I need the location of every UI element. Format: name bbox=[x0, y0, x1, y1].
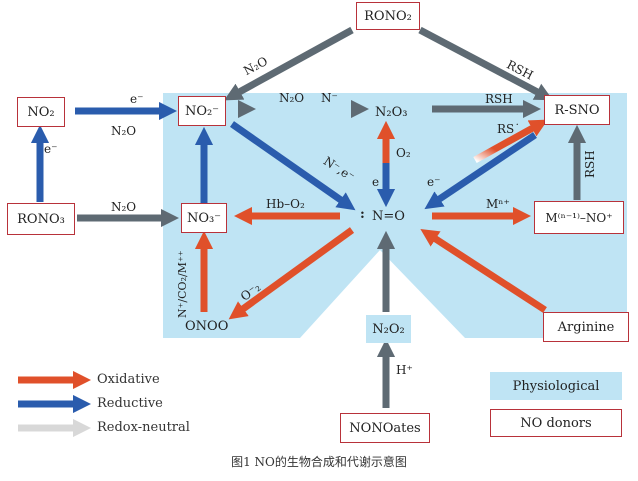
arrow-rs-to-rsno bbox=[473, 119, 548, 164]
label-e-no2: e⁻ bbox=[130, 92, 144, 106]
label-n-minus: N⁻ bbox=[321, 91, 338, 105]
label-h-plus: H⁺ bbox=[396, 363, 413, 377]
label-e-left: e⁻ bbox=[44, 142, 58, 156]
label-m-n-plus: Mⁿ⁺ bbox=[486, 197, 510, 211]
node-n-eq-o-dot: : bbox=[360, 207, 365, 222]
legend-reductive-label: Reductive bbox=[97, 396, 163, 411]
node-rono2: RONO₂ bbox=[356, 2, 420, 30]
node-no2: NO₂ bbox=[17, 97, 65, 127]
arrow-no2minus-to-no bbox=[229, 121, 356, 211]
node-rono3: RONO₃ bbox=[7, 203, 75, 235]
label-n-co2-m: N⁺/CO₂/M⁺⁺ bbox=[176, 250, 189, 318]
legend-physiological: Physiological bbox=[490, 372, 622, 400]
legend-no-donors: NO donors bbox=[490, 409, 622, 437]
label-rsh-mid: RSH bbox=[485, 92, 513, 106]
label-o2-center: O₂ bbox=[396, 146, 411, 160]
label-hb-o2: Hb–O₂ bbox=[266, 197, 305, 211]
node-no3-minus: NO₃⁻ bbox=[181, 203, 227, 233]
node-r-sno: R-SNO bbox=[544, 95, 610, 125]
label-rs-dot: RS˙ bbox=[497, 122, 521, 136]
figure-caption: 图1 NO的生物合成和代谢示意图 bbox=[231, 455, 407, 469]
legend-oxidative-label: Oxidative bbox=[97, 372, 160, 387]
node-no2-minus: NO₂⁻ bbox=[178, 96, 226, 126]
label-n2o-no2: N₂O bbox=[111, 124, 137, 138]
node-arginine: Arginine bbox=[543, 312, 629, 342]
label-n2o-mid: N₂O bbox=[279, 91, 305, 105]
arrow-rono2-to-no2minus bbox=[224, 26, 354, 101]
arrow-rsno-to-no bbox=[424, 132, 537, 210]
arrow-no-to-onoo bbox=[228, 227, 355, 320]
node-n2o2: N₂O₂ bbox=[366, 315, 411, 343]
node-m-no-complex: M⁽ⁿ⁻¹⁾–NO⁺ bbox=[534, 201, 624, 234]
label-n2o-rono3: N₂O bbox=[111, 200, 137, 214]
node-n-eq-o: N=O bbox=[372, 209, 405, 224]
arrow-arginine-to-no bbox=[420, 229, 547, 313]
node-nonoates: NONOates bbox=[340, 413, 430, 443]
arrow-rono2-to-rsno bbox=[418, 26, 554, 101]
node-onoo: ONOO bbox=[185, 319, 229, 334]
legend-neutral-label: Redox-neutral bbox=[97, 420, 190, 435]
label-rsh-vert: RSH bbox=[583, 150, 597, 178]
label-e-right: e⁻ bbox=[427, 175, 441, 189]
node-n2o3: N₂O₃ bbox=[375, 105, 408, 120]
label-e-center: e bbox=[372, 175, 380, 189]
